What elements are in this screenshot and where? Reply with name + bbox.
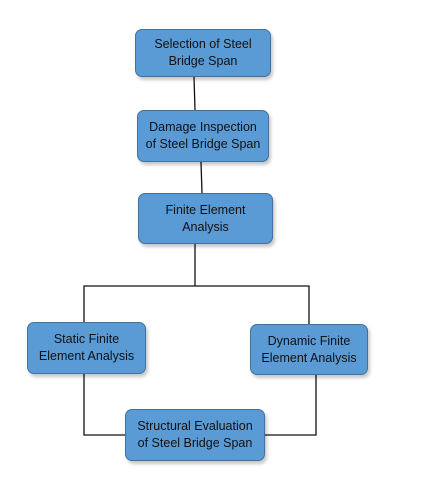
flow-node-selection-label: Selection of Steel Bridge Span <box>154 37 252 68</box>
flow-node-damage-inspection: Damage Inspection of Steel Bridge Span <box>137 110 269 162</box>
flow-node-finite-element-analysis-label: Finite Element Analysis <box>165 202 246 234</box>
connector-static-to-structural <box>83 374 125 436</box>
connector-damage-to-fea <box>200 161 203 194</box>
flow-node-structural-evaluation: Structural Evaluation of Steel Bridge Sp… <box>125 409 265 461</box>
flow-node-damage-inspection-label: Damage Inspection of Steel Bridge Span <box>145 120 261 151</box>
flow-node-structural-evaluation-label: Structural Evaluation of Steel Bridge Sp… <box>137 419 253 450</box>
flow-node-finite-element-analysis: Finite Element Analysis <box>138 193 273 244</box>
flow-node-dynamic-analysis: Dynamic Finite Element Analysis <box>250 324 368 375</box>
flow-node-static-analysis-label: Static Finite Element Analysis <box>38 332 135 363</box>
flow-node-dynamic-analysis-label: Dynamic Finite Element Analysis <box>261 333 357 365</box>
flow-node-static-analysis: Static Finite Element Analysis <box>27 322 146 374</box>
connector-branch-horizontal <box>83 285 310 324</box>
connector-selection-to-damage <box>193 76 196 111</box>
connector-dynamic-to-structural <box>265 375 317 436</box>
flow-node-selection: Selection of Steel Bridge Span <box>135 29 271 77</box>
